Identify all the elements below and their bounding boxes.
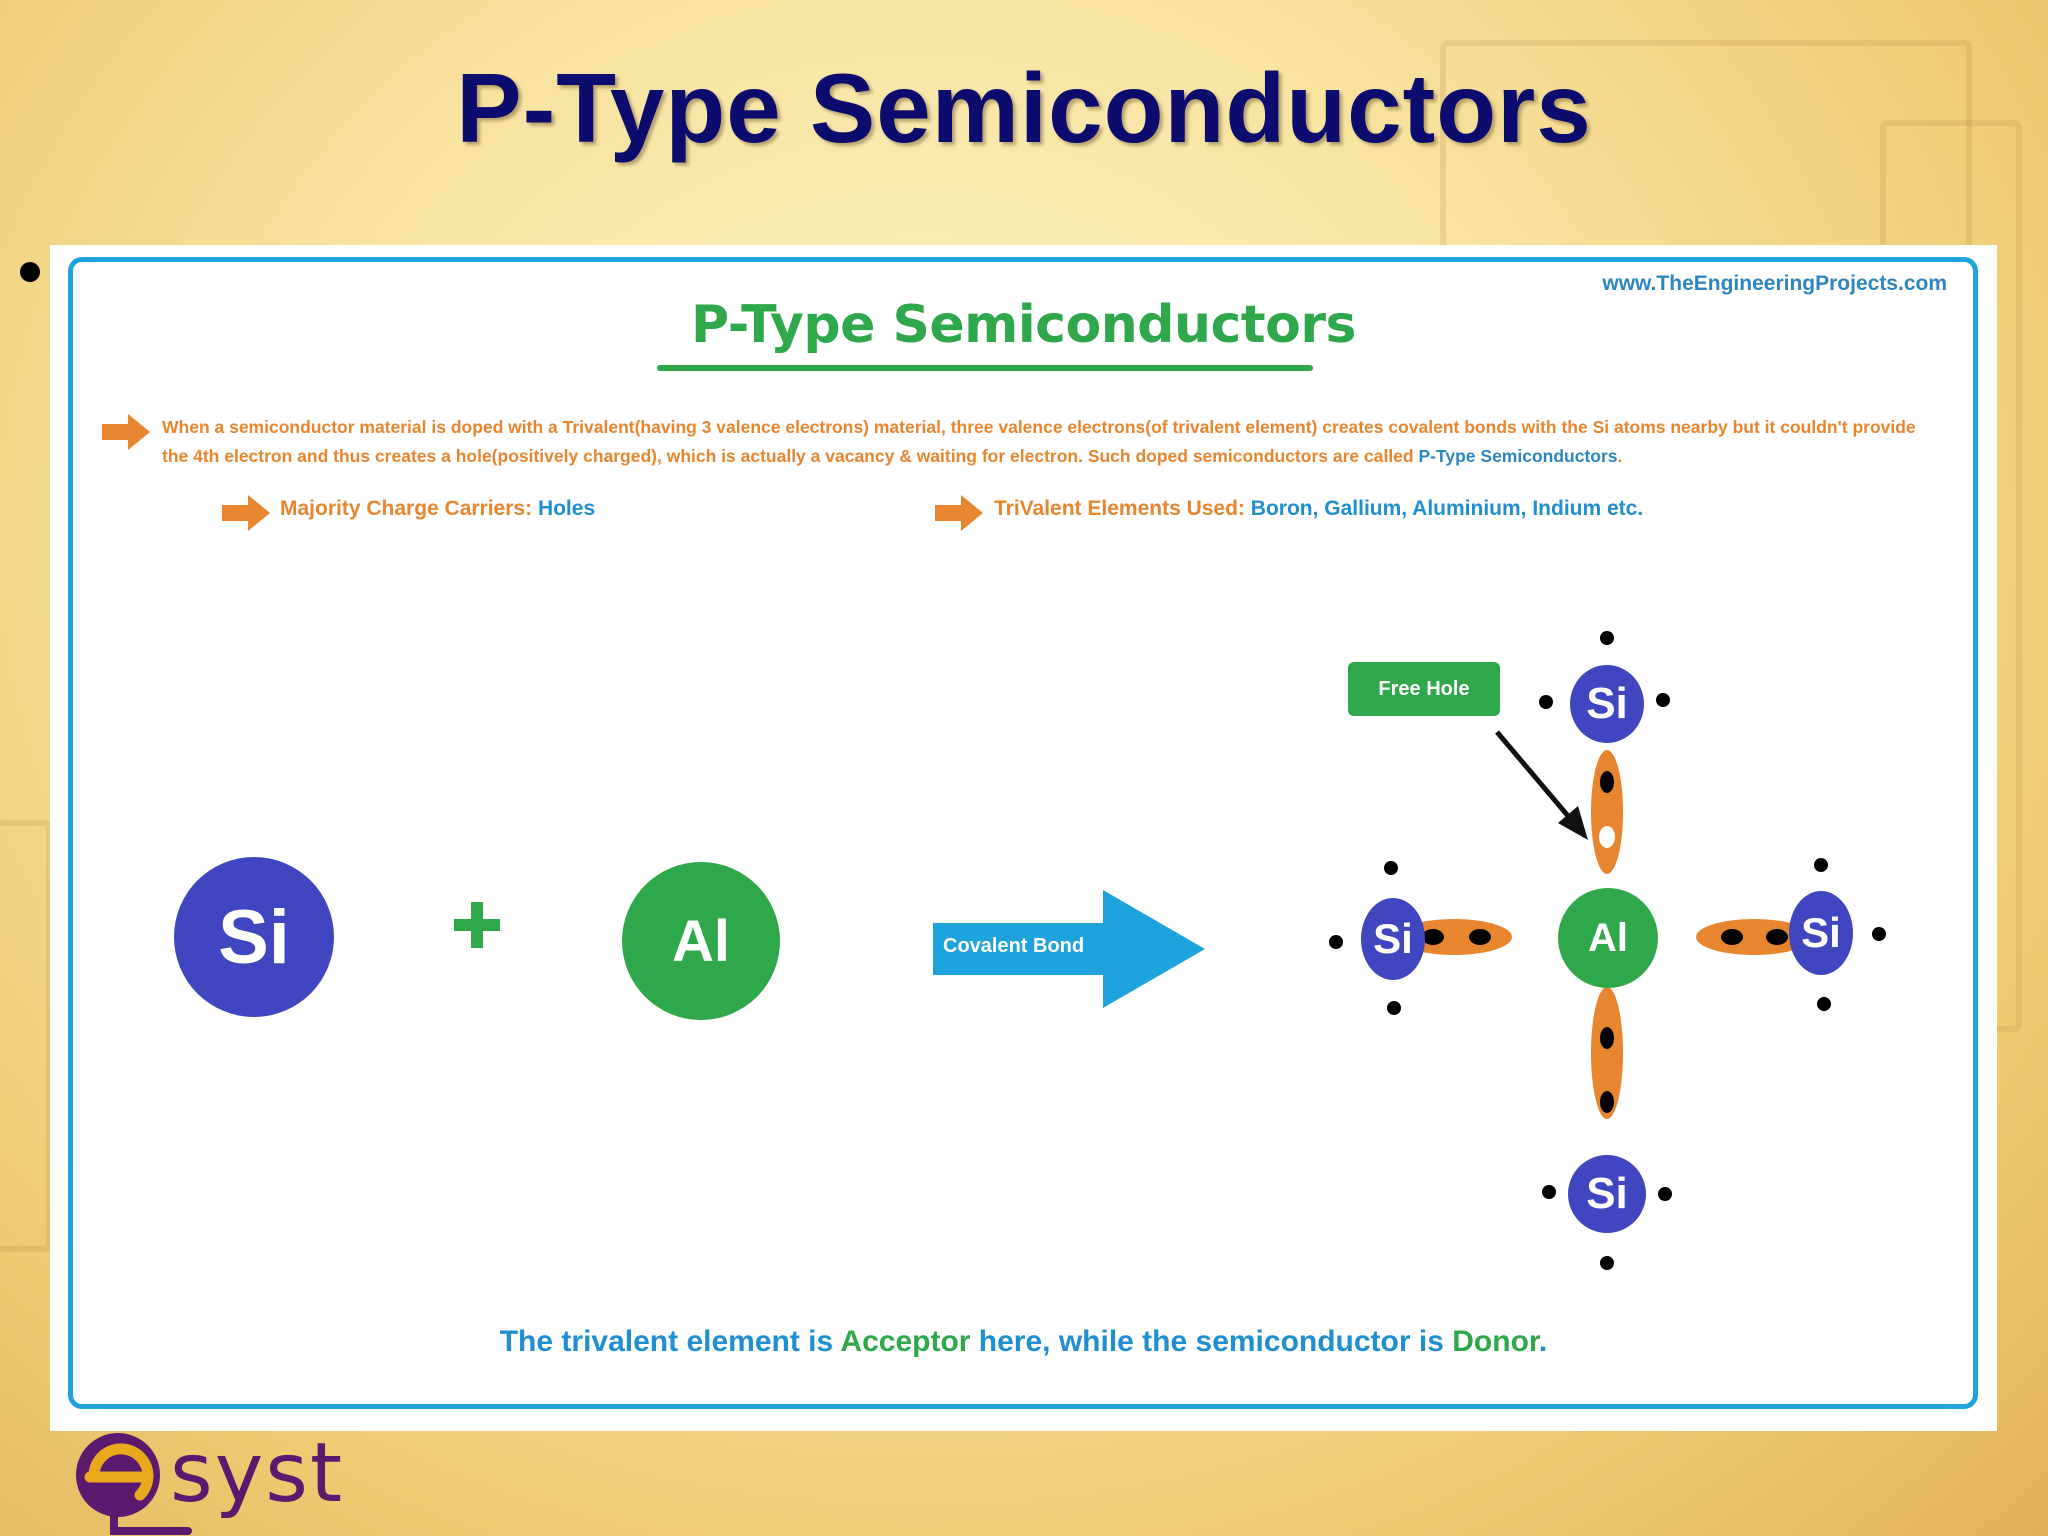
lattice-silicon-bottom: Si	[1568, 1155, 1646, 1233]
lattice-silicon-left: Si	[1361, 898, 1425, 980]
majority-carriers: Majority Charge Carriers: Holes	[280, 497, 596, 520]
lattice-silicon-top: Si	[1570, 665, 1644, 743]
covalent-bond-arrow	[933, 890, 1205, 1008]
svg-text:syst: syst	[170, 1426, 344, 1521]
description-text: When a semiconductor material is doped w…	[162, 417, 1916, 466]
trivalent-elements: TriValent Elements Used: Boron, Gallium,…	[994, 497, 1644, 520]
aluminium-atom: Al	[622, 862, 780, 1020]
arrow-right-icon	[222, 495, 270, 531]
background-circuit-pattern	[0, 820, 52, 1252]
title-underline	[657, 365, 1313, 371]
diagram-card: www.TheEngineeringProjects.com P-Type Se…	[50, 245, 1997, 1431]
lattice-aluminium-center: Al	[1558, 888, 1658, 988]
arrow-right-icon	[935, 495, 983, 531]
diagram-frame	[68, 257, 1978, 1409]
lattice-silicon-right: Si	[1789, 891, 1853, 975]
bullet-point	[20, 262, 40, 282]
plus-icon	[454, 902, 500, 948]
diagram-title: P-Type Semiconductors	[691, 295, 1356, 355]
slide-title: P-Type Semiconductors	[456, 53, 1592, 163]
footer-caption: The trivalent element is Acceptor here, …	[499, 1325, 1548, 1358]
esyst-logo: syst	[76, 1426, 344, 1535]
free-hole-label: Free Hole	[1348, 662, 1500, 716]
covalent-bond-label: Covalent Bond	[943, 935, 1085, 957]
website-url: www.TheEngineeringProjects.com	[1602, 272, 1947, 295]
arrow-right-icon	[102, 414, 150, 450]
silicon-atom: Si	[174, 857, 334, 1017]
